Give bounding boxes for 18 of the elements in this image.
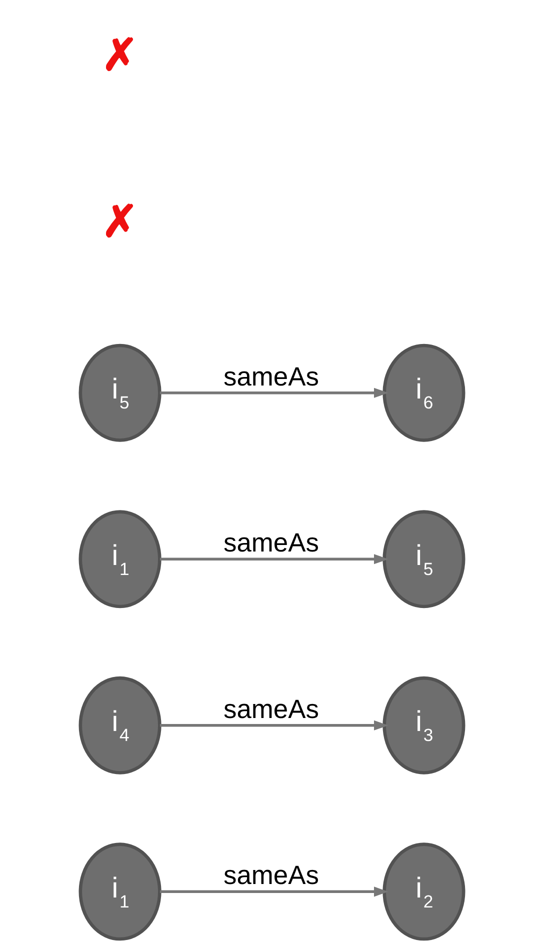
arrow xyxy=(160,886,388,897)
node-ellipse: i$_{5}$ xyxy=(382,510,466,608)
node-ellipse: i$_{2}$ xyxy=(382,842,466,941)
arrow xyxy=(160,554,388,564)
node-ellipse: i$_{1}$ xyxy=(78,510,162,608)
edge-label: sameAs xyxy=(224,361,319,392)
edge-label: sameAs xyxy=(224,528,319,558)
node-ellipse: i$_{5}$ xyxy=(78,344,162,442)
node-ellipse: i$_{6}$ xyxy=(382,344,466,442)
node-ellipse: i$_{3}$ xyxy=(382,676,466,774)
label: ✗ xyxy=(101,31,138,80)
label: ✗ xyxy=(101,198,138,247)
node-ellipse: i$_{4}$ xyxy=(78,676,162,774)
arrow xyxy=(160,720,388,730)
node-ellipse: i$_{1}$ xyxy=(78,842,162,941)
arrow xyxy=(160,388,388,398)
edge-label: sameAs xyxy=(224,694,319,724)
edge-label: sameAs xyxy=(224,860,319,890)
